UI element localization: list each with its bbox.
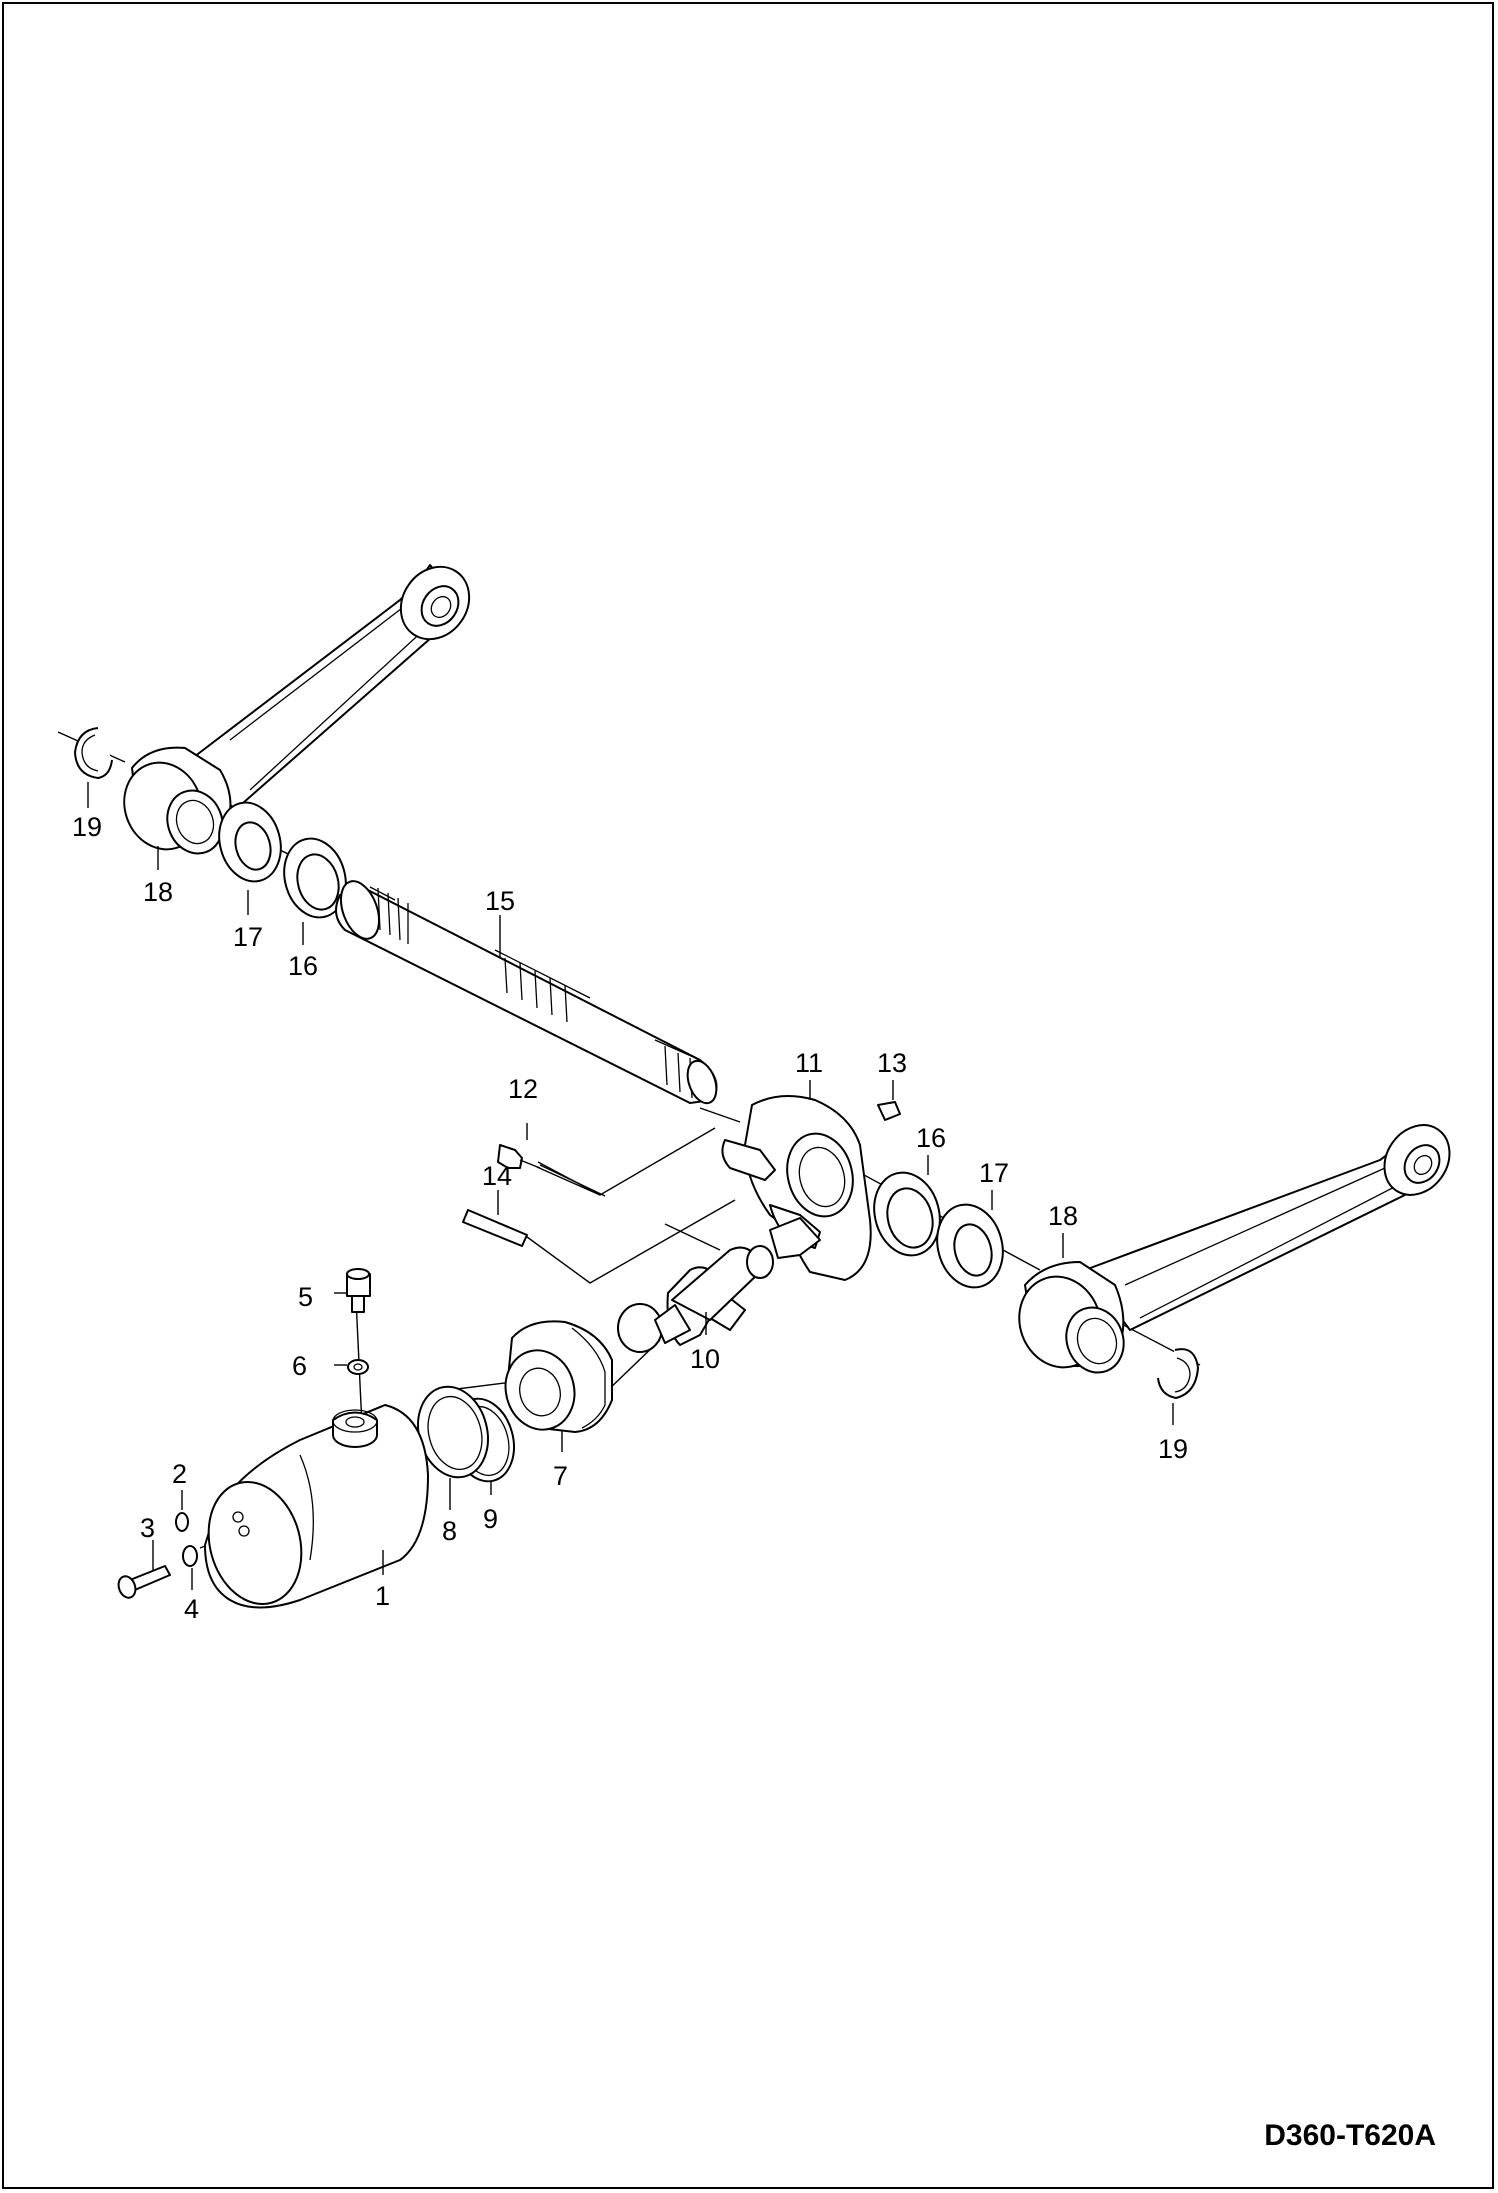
bolt-3	[117, 1565, 171, 1599]
piston-rod-10	[617, 1217, 821, 1353]
plug-13	[877, 1101, 901, 1121]
bolt-5	[346, 1268, 371, 1313]
washer-17-right	[936, 1203, 1004, 1289]
shim-16-right	[873, 1171, 941, 1257]
callout-18-left: 18	[143, 877, 173, 907]
lever-arm-lower	[1018, 1124, 1451, 1374]
callout-19-right: 19	[1158, 1434, 1188, 1464]
callout-8: 8	[442, 1516, 457, 1546]
washer-17-left	[218, 801, 282, 883]
callout-16-right: 16	[916, 1123, 946, 1153]
washer-4	[182, 1545, 198, 1567]
callout-16-left: 16	[288, 951, 318, 981]
crank-11	[721, 1095, 872, 1281]
callout-7: 7	[553, 1461, 568, 1491]
pin-14	[462, 1209, 528, 1247]
callout-3: 3	[140, 1513, 155, 1543]
callout-17-left: 17	[233, 922, 263, 952]
snap-ring-left	[74, 727, 113, 779]
callout-11: 11	[795, 1048, 823, 1078]
callout-19-left: 19	[72, 812, 102, 842]
callout-14: 14	[482, 1161, 512, 1191]
callout-15: 15	[485, 886, 515, 916]
callout-leaders	[87, 782, 1174, 1590]
drawing-code: D360-T620A	[1264, 2119, 1436, 2152]
cylinder-body-1	[204, 1404, 429, 1609]
callout-9: 9	[483, 1504, 498, 1534]
callout-17-right: 17	[979, 1158, 1009, 1188]
callout-labels: 19 18 17 16 15 11 13 12 14 16 17 18 19 1…	[72, 812, 1188, 1624]
splined-shaft-15	[335, 880, 718, 1105]
callout-6: 6	[292, 1351, 307, 1381]
callout-18-right: 18	[1048, 1201, 1078, 1231]
snap-ring-right	[1157, 1348, 1199, 1399]
grease-fitting-12	[497, 1144, 541, 1169]
callout-13: 13	[877, 1048, 907, 1078]
shim-16-left	[283, 837, 347, 919]
callout-5: 5	[298, 1282, 313, 1312]
callout-4: 4	[184, 1594, 199, 1624]
oring-2	[175, 1512, 189, 1532]
callout-1: 1	[375, 1581, 390, 1611]
lever-arm-upper	[123, 564, 471, 855]
callout-12: 12	[508, 1074, 538, 1104]
washer-6	[347, 1359, 369, 1375]
callout-2: 2	[172, 1459, 187, 1489]
callout-10: 10	[690, 1344, 720, 1374]
axis-lines	[57, 731, 1201, 1549]
piston-7	[504, 1320, 613, 1433]
